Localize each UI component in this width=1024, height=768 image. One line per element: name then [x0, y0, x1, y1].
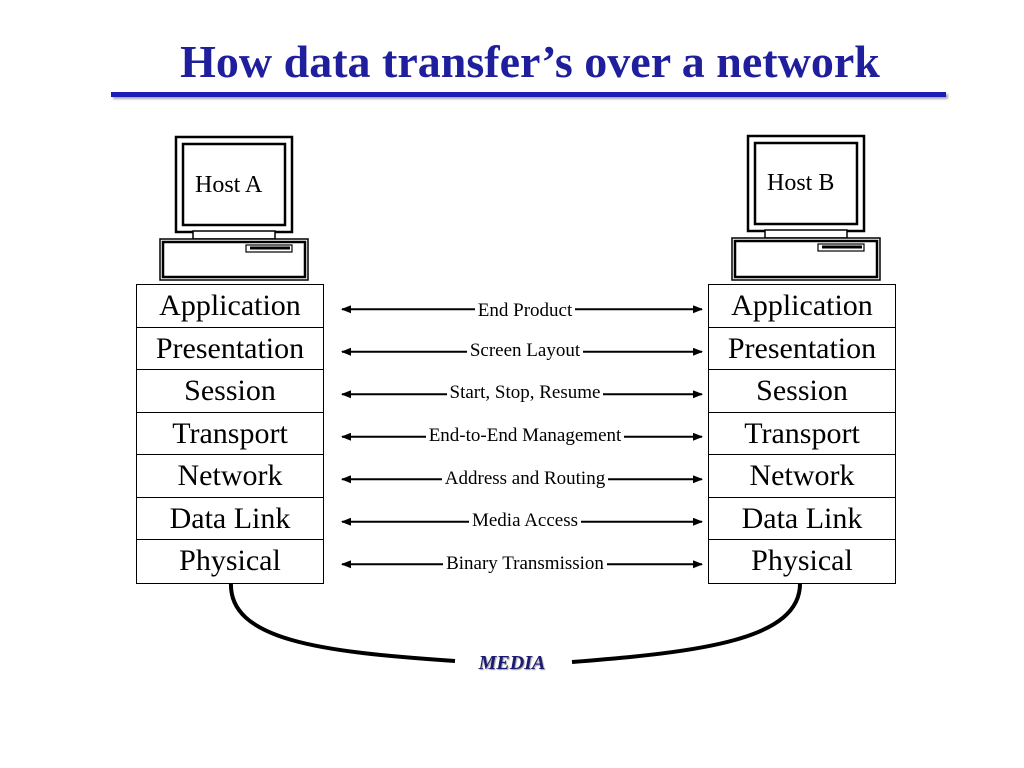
host-a-layer-network: Network [137, 455, 323, 498]
host-a-osi-stack: Application Presentation Session Transpo… [136, 284, 324, 584]
host-b-layer-transport: Transport [709, 413, 895, 455]
host-b-monitor-icon [746, 134, 866, 239]
page-title: How data transfer’s over a network [180, 36, 880, 87]
peer-label-data-link: Media Access [340, 510, 710, 532]
host-a-layer-application: Application [137, 285, 323, 328]
host-a-label: Host A [195, 172, 263, 198]
media-label: MEDIA [478, 652, 546, 674]
host-b-osi-stack: Application Presentation Session Transpo… [708, 284, 896, 584]
host-a-layer-data-link: Data Link [137, 498, 323, 540]
host-b-layer-session: Session [709, 370, 895, 413]
title-underline [111, 92, 946, 97]
host-a-layer-physical: Physical [179, 544, 281, 577]
host-b-label: Host B [767, 170, 835, 196]
host-b-layer-application: Application [709, 285, 895, 328]
peer-label-transport: End-to-End Management [340, 425, 710, 447]
host-b-layer-data-link: Data Link [709, 498, 895, 540]
host-b-case-icon [731, 237, 881, 281]
peer-label-application: End Product [340, 300, 710, 322]
host-a-monitor-icon [174, 135, 294, 240]
peer-label-physical: Binary Transmission [340, 553, 710, 575]
peer-label-presentation: Screen Layout [340, 340, 710, 362]
host-a-layer-session: Session [137, 370, 323, 413]
host-a-layer-presentation: Presentation [137, 328, 323, 370]
host-b-layer-physical: Physical [751, 544, 853, 577]
peer-label-network: Address and Routing [340, 468, 710, 490]
host-a-layer-transport: Transport [137, 413, 323, 455]
media-cable-right [571, 581, 803, 664]
peer-label-session: Start, Stop, Resume [340, 382, 710, 404]
host-a-case-icon [159, 238, 309, 281]
host-b-layer-presentation: Presentation [709, 328, 895, 370]
host-b-layer-network: Network [709, 455, 895, 498]
media-cable-left [228, 581, 456, 663]
